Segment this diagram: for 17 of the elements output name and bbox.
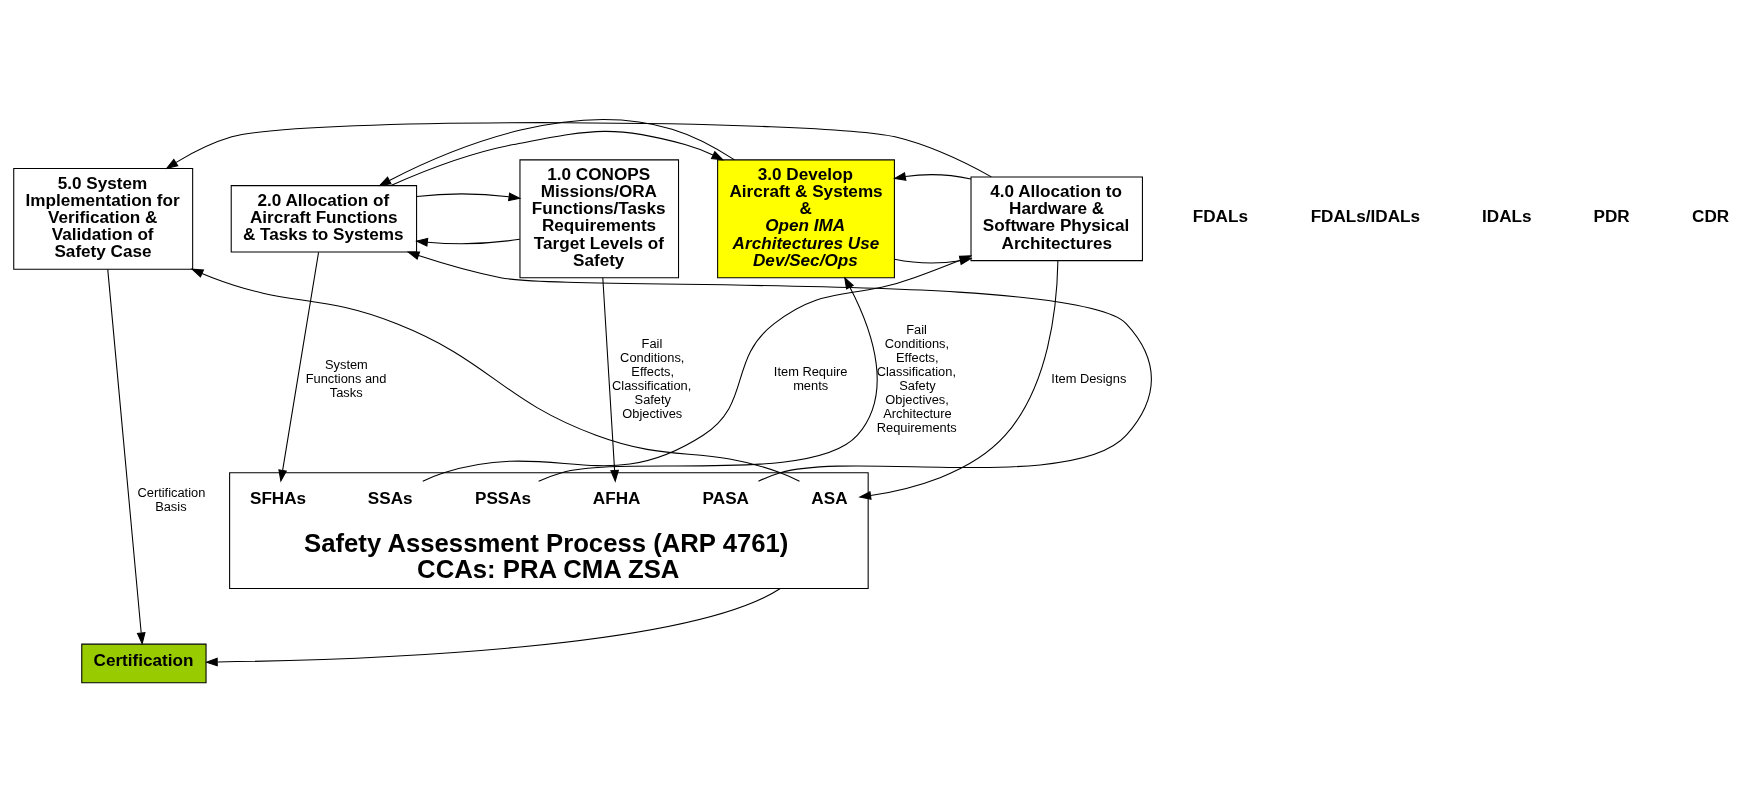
label: PDR	[1593, 205, 1630, 226]
node-text: SFHAs	[249, 487, 307, 508]
edge-label: Fail Conditions, Effects, Classification, Safety Objectives	[612, 335, 692, 421]
node-text: PSSAs	[474, 487, 532, 508]
label: CDR	[1692, 205, 1730, 226]
node-text: PASA	[702, 487, 749, 508]
label: FDALs/IDALs	[1310, 205, 1421, 226]
edge-label: System Functions and Tasks	[305, 356, 387, 400]
node-text: ASA	[811, 487, 848, 508]
edge-label: Fail Conditions, Effects, Classification, Safety Objectives, Architecture Requirements	[876, 321, 957, 435]
edge-label: Item Require ments	[773, 363, 848, 393]
edge-label: Item Designs	[1051, 370, 1127, 386]
node-text: AFHA	[592, 487, 641, 508]
label: IDALs	[1482, 205, 1532, 226]
label: FDALs	[1192, 205, 1248, 226]
edge-label: Certification Basis	[137, 484, 206, 514]
node-text: SSAs	[367, 487, 413, 508]
